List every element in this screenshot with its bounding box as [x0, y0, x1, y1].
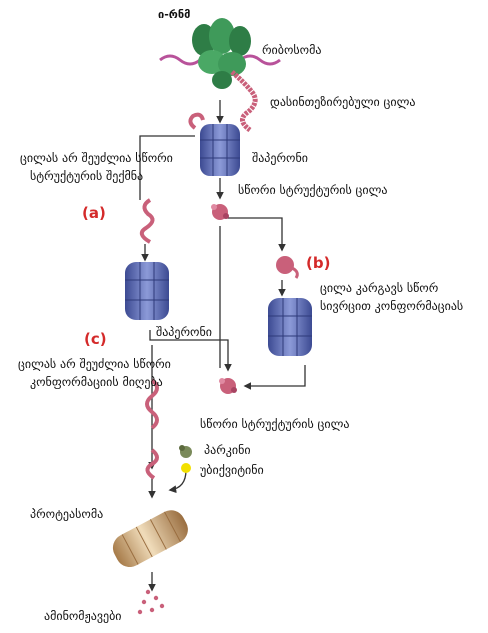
chaperone-a	[125, 262, 169, 320]
chaperone-top	[190, 115, 240, 176]
label-ubiquitin: უბიქვიტინი	[200, 462, 264, 479]
label-parkin: პარკინი	[204, 442, 251, 459]
label-lost-conformation-1: ცილა კარგავს სწორ	[320, 280, 438, 297]
chaperone-b	[268, 298, 312, 356]
amino-acid-dots	[138, 590, 164, 614]
label-amino-acids: ამინომჟავები	[44, 608, 122, 625]
label-cannot-get-2: კონფორმაციის მიღება	[30, 374, 163, 391]
folded-protein-top	[211, 204, 229, 220]
label-proteasome: პროტეასომა	[30, 506, 103, 523]
arrow-branch-b	[222, 218, 282, 250]
label-unfolded-protein: დასინთეზირებული ცილა	[270, 94, 415, 111]
ribosome	[192, 18, 251, 89]
label-cannot-get-1: ცილას არ შეუძლია სწორი	[18, 356, 171, 373]
ubiquitin-icon	[181, 463, 191, 473]
unfolded-chain-a	[142, 200, 153, 242]
tag-b: (b)	[306, 254, 330, 272]
label-cannot-fold-2: სტრუქტურის შექმნა	[30, 168, 143, 185]
label-ribosome: რიბოსომა	[262, 42, 321, 59]
proteasome	[108, 505, 193, 572]
label-correct-structure-top: სწორი სტრუქტურის ცილა	[238, 182, 387, 199]
label-lost-conformation-2: სივრცით კონფორმაციას	[320, 298, 463, 315]
tag-a: (a)	[82, 204, 106, 222]
nascent-chain	[232, 72, 255, 130]
label-mrna: ი-რნმ	[158, 6, 190, 23]
folded-protein-bottom	[219, 378, 237, 394]
label-correct-structure-bottom: სწორი სტრუქტურის ცილა	[200, 416, 349, 433]
label-chaperone-top: შაპერონი	[252, 150, 308, 167]
misfolded-protein-b	[276, 256, 297, 278]
line-branch-a	[140, 136, 195, 200]
tag-c: (c)	[84, 330, 107, 348]
label-cannot-fold-1: ცილას არ შეუძლია სწორი	[20, 150, 173, 167]
label-chaperone-mid: შაპერონი	[156, 324, 212, 341]
arrow-b-return	[245, 365, 305, 386]
arrow-parkin-to-ubiquitin	[170, 470, 186, 490]
parkin-icon	[179, 445, 192, 458]
